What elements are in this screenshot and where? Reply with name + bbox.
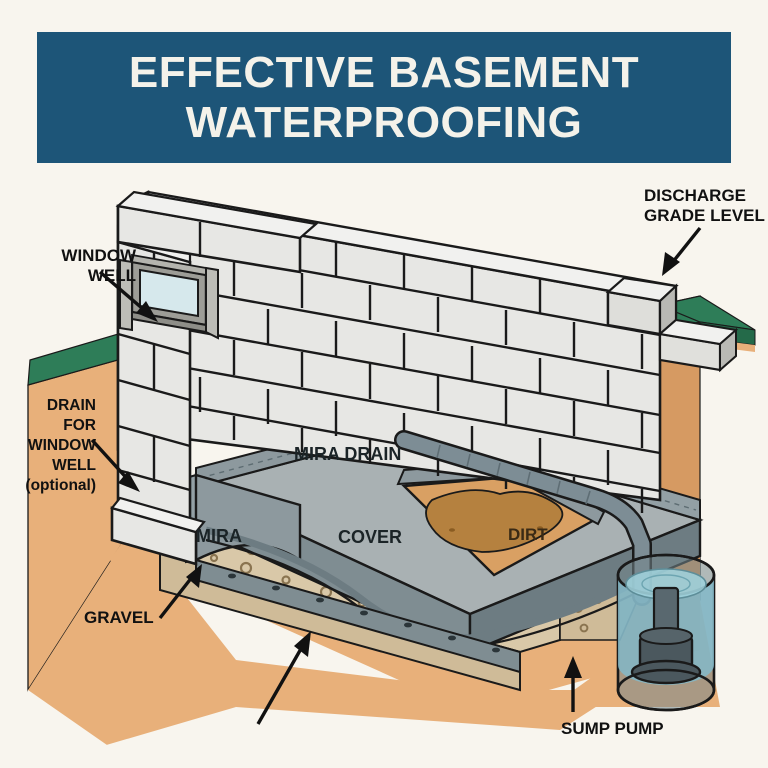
soil-front-wedge bbox=[110, 528, 700, 730]
left-pier-courses bbox=[117, 252, 191, 492]
discharge-pipe bbox=[396, 432, 650, 604]
soil-body bbox=[132, 520, 700, 712]
sump-basin-bottom bbox=[616, 668, 716, 712]
banner-line-2: WATERPROOFING bbox=[185, 97, 583, 147]
window-header-top bbox=[115, 190, 319, 240]
window-glass bbox=[139, 268, 199, 318]
arrow-gravel-line-2 bbox=[256, 639, 308, 725]
label-discharge-grade-level: DISCHARGE GRADE LEVEL bbox=[644, 186, 765, 225]
discharge-pipe-ribs bbox=[436, 444, 591, 505]
window-well-curb-right bbox=[205, 266, 219, 340]
dirt-specks bbox=[449, 526, 543, 532]
arrow-window-well-head bbox=[136, 301, 158, 322]
back-wall-head-joints bbox=[198, 217, 644, 513]
label-sump-pump: SUMP PUMP bbox=[561, 719, 664, 738]
arrow-gravel-head-2 bbox=[294, 631, 311, 657]
soil-front-cut bbox=[0, 690, 140, 768]
label-dirt: DIRT bbox=[508, 525, 548, 544]
pier-footing-top bbox=[110, 496, 206, 534]
label-gravel: GRAVEL bbox=[84, 608, 154, 627]
arrow-gravel-head-1 bbox=[186, 564, 202, 588]
soil-front-band bbox=[28, 528, 236, 768]
right-step-block-side bbox=[719, 327, 737, 373]
pump-base bbox=[630, 659, 702, 685]
label-drain-for-window-well: DRAIN FOR WINDOW WELL (optional) bbox=[25, 397, 96, 494]
title-banner: EFFECTIVE BASEMENT WATERPROOFING bbox=[37, 32, 731, 163]
drain-pipe-perforations bbox=[228, 573, 500, 653]
arrow-drain-window-well-head bbox=[118, 471, 140, 492]
arrow-discharge-head bbox=[662, 252, 680, 276]
pump-motor-top bbox=[639, 627, 693, 645]
dirt-mound bbox=[425, 489, 564, 553]
banner-line-1: EFFECTIVE BASEMENT bbox=[128, 47, 640, 97]
leader-arrows bbox=[90, 226, 702, 725]
label-window-well: WINDOW WELL bbox=[61, 246, 136, 285]
label-mira-drain: MIRA DRAIN bbox=[294, 444, 402, 464]
label-cover: COVER bbox=[338, 527, 403, 547]
label-mira: MIRA bbox=[196, 526, 242, 546]
arrow-sump-head bbox=[564, 656, 582, 678]
